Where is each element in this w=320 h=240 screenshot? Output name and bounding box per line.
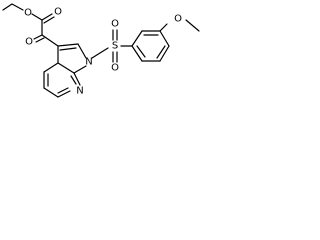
- bond-pyrrole-3: [73, 65, 87, 74]
- bond-benzene-4: [159, 45, 170, 62]
- bond-pyrrole-2: [77, 43, 87, 59]
- bond-pyrrole-1b: [59, 47, 77, 51]
- bond-pyridine-5b: [70, 75, 77, 85]
- atom-so-o1: O: [111, 19, 119, 30]
- atom-methoxy-o: O: [174, 14, 182, 25]
- bond-n-s: [91, 47, 109, 59]
- bond-benzene-1: [131, 30, 143, 47]
- bond-keto-b: [35, 37, 45, 43]
- bond-ester-co-b: [43, 16, 55, 24]
- atom-keto-o: O: [25, 37, 33, 48]
- bond-keto-a: [33, 34, 43, 40]
- atom-n-pyrrole: N: [85, 57, 92, 68]
- atom-so-o2: O: [111, 63, 119, 74]
- bond-ethyl-1: [2, 3, 13, 11]
- bond-ester-o-c: [31, 13, 43, 21]
- atom-n-pyridine: N: [76, 86, 83, 97]
- bond-ethyl-2: [11, 3, 24, 11]
- atom-ester-o1: O: [24, 8, 32, 19]
- atom-ester-o2: O: [54, 7, 62, 18]
- bond-o-methyl: [185, 19, 200, 32]
- bond-benzene-4b: [156, 45, 166, 59]
- bond-pyridine-5: [73, 72, 81, 86]
- atom-s: S: [112, 41, 118, 52]
- bond-benzene-6b: [136, 45, 146, 58]
- bond-benzene-6: [131, 45, 143, 62]
- atom-labels: O O O N N S O O O: [24, 7, 182, 97]
- bonds: [2, 3, 200, 98]
- bond-pyridine-4b: [57, 87, 69, 94]
- bond-aryl-o: [159, 23, 168, 32]
- bond-pyrrole-1: [57, 43, 79, 47]
- bond-pyrrole-4: [57, 62, 75, 74]
- bond-ester-co-a: [41, 13, 53, 21]
- bond-keto-c3: [41, 34, 59, 47]
- bond-pyridine-3: [43, 87, 59, 98]
- chemical-structure: O O O N N S O O O: [2, 3, 200, 98]
- bond-pyridine-4: [57, 90, 71, 98]
- bond-benzene-3: [159, 30, 170, 47]
- bond-pyridine-1: [43, 62, 59, 73]
